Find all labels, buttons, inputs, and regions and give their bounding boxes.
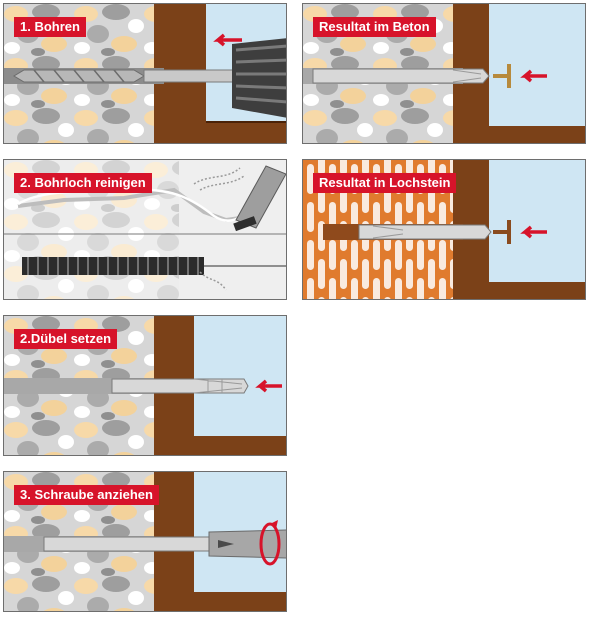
panel-lochstein: Resultat in Lochstein: [302, 159, 586, 300]
screw-head: [507, 64, 511, 88]
step-label-schraube: 3. Schraube anziehen: [14, 485, 159, 505]
screwdriver: [208, 529, 286, 559]
panel-reinigen: 2. Bohrloch reinigen: [3, 159, 287, 300]
panel-setzen: 2.Dübel setzen: [3, 315, 287, 456]
bohren-illustration: [4, 4, 286, 143]
panel-beton: Resultat im Beton: [302, 3, 586, 144]
insert-arrow: [255, 379, 282, 393]
screw-head-brick: [507, 220, 511, 244]
screw-anchor: [43, 536, 215, 552]
step-label-beton: Resultat im Beton: [313, 17, 436, 37]
panel-bohren: 1. Bohren: [3, 3, 287, 144]
lochstein-illustration: [303, 160, 585, 299]
step-label-setzen: 2.Dübel setzen: [14, 329, 118, 349]
step-label-reinigen: 2. Bohrloch reinigen: [14, 173, 152, 193]
result-arrow-brick: [520, 225, 547, 239]
result-arrow: [520, 69, 547, 83]
step-label-lochstein: Resultat in Lochstein: [313, 173, 457, 193]
push-arrow: [213, 33, 242, 47]
cleaning-brush: [22, 257, 204, 275]
step-label-bohren: 1. Bohren: [14, 17, 86, 37]
installed-anchor: [312, 68, 490, 84]
panel-schraube: 3. Schraube anziehen: [3, 471, 287, 612]
wall-plug: [111, 378, 249, 394]
